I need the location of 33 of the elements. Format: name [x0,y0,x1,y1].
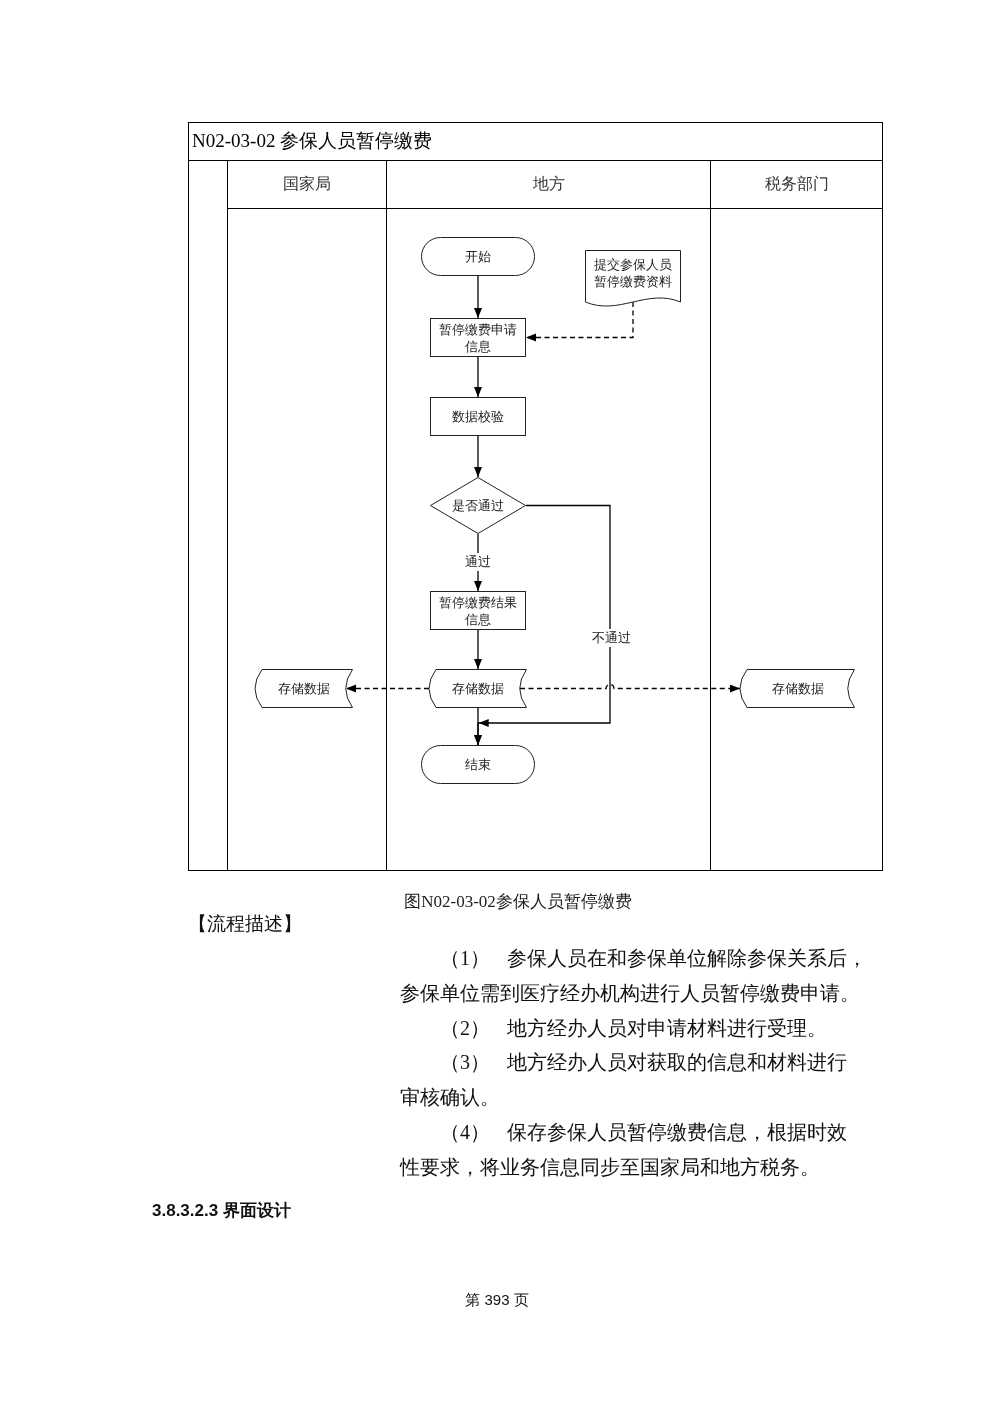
dashed-arrow [519,683,741,693]
flow-arrow [474,435,482,478]
flow-arrow [474,275,482,319]
stored-data-shape: 存储数据 [255,669,353,708]
flow-arrow [474,629,482,670]
terminal-shape: 开始 [421,237,535,276]
diagram-title: N02-03-02 参保人员暂停缴费 [192,129,433,153]
document-shape: 提交参保人员暂停缴费资料 [585,250,681,310]
lane-header: 地方 [387,161,710,209]
subsection-heading: 3.8.3.2.3 界面设计 [152,1200,291,1222]
stored-data-shape: 存储数据 [740,669,855,708]
flow-arrow [474,356,482,398]
paragraph: （2） 地方经办人员对申请材料进行受理。 [439,1016,828,1041]
lane-header: 税务部门 [711,161,882,209]
dashed-arrow [345,684,430,693]
page-number: 第 393 页 [465,1290,529,1310]
paragraph: （4） 保存参保人员暂停缴费信息，根据时效性要求，将业务信息同步至国家局和地方税务。 [400,1120,848,1180]
stored-data-shape: 存储数据 [429,669,527,708]
process-box: 暂停缴费申请信息 [430,318,526,357]
figure-caption: 图N02-03-02参保人员暂停缴费 [404,891,632,913]
terminal-shape: 结束 [421,745,535,784]
section-heading: 【流程描述】 [188,912,302,936]
edge-label: 不通过 [589,629,633,647]
swimlane [227,160,387,871]
decision-diamond: 是否通过 [430,477,526,534]
process-box: 数据校验 [430,397,526,436]
lane-header: 国家局 [228,161,386,209]
dashed-arrow [525,301,634,342]
paragraph: （1） 参保人员在和参保单位解除参保关系后，参保单位需到医疗经办机构进行人员暂停缴费申请。 [400,946,868,1006]
process-box: 暂停缴费结果信息 [430,591,526,630]
paragraph: （3） 地方经办人员对获取的信息和材料进行审核确认。 [400,1050,848,1110]
flow-arrow [474,707,482,746]
edge-label: 通过 [463,553,493,571]
